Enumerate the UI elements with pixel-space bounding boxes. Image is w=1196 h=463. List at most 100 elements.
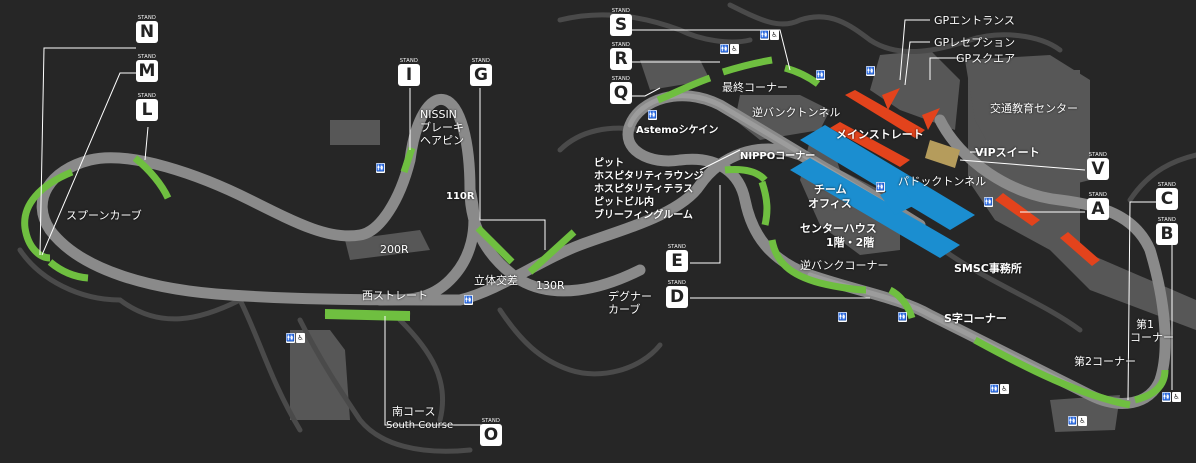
label-gp-reception: GPレセプション	[934, 36, 1016, 49]
stand-i[interactable]: STAND I	[398, 58, 420, 86]
label-130r: 130R	[536, 279, 565, 292]
wheelchair-icon: ♿	[1000, 384, 1009, 394]
label-nissin-3: ヘアピン	[420, 134, 464, 147]
green-stand-fill	[325, 309, 410, 321]
label-gp-square: GPスクエア	[956, 52, 1016, 65]
stand-letter: O	[480, 424, 502, 446]
label-nippo-corner: NIPPOコーナー	[740, 151, 816, 162]
stand-caption: STAND	[667, 244, 687, 250]
label-nissin-2: ブレーキ	[420, 121, 464, 134]
stand-caption: STAND	[1088, 192, 1108, 198]
stand-d[interactable]: STAND D	[666, 280, 688, 308]
facility-restroom: 🚻	[876, 182, 885, 192]
wheelchair-icon: ♿	[1172, 392, 1181, 402]
restroom-icon: 🚻	[866, 66, 875, 76]
label-south-course-en: South Course	[386, 420, 454, 431]
wheelchair-icon: ♿	[770, 30, 779, 40]
stand-caption: STAND	[471, 58, 491, 64]
label-pit-3: ホスピタリティテラス	[594, 184, 694, 195]
label-astemo-chicane: Astemoシケイン	[636, 125, 719, 136]
restroom-icon: 🚻	[816, 70, 825, 80]
stand-l[interactable]: STAND L	[136, 93, 158, 121]
stand-letter: D	[666, 286, 688, 308]
stand-letter: V	[1087, 158, 1109, 180]
stand-caption: STAND	[1088, 152, 1108, 158]
stand-r[interactable]: STAND R	[610, 42, 632, 70]
facility-restroom-wheelchair: 🚻♿	[286, 333, 305, 343]
stand-q[interactable]: STAND Q	[610, 76, 632, 104]
facility-restroom-wheelchair: 🚻♿	[720, 44, 739, 54]
restroom-icon: 🚻	[720, 44, 729, 54]
label-final-corner: 最終コーナー	[722, 81, 788, 94]
stand-g[interactable]: STAND G	[470, 58, 492, 86]
facility-restroom: 🚻	[838, 312, 847, 322]
restroom-icon: 🚻	[286, 333, 295, 343]
label-nissin-1: NISSIN	[420, 108, 457, 121]
stand-n[interactable]: STAND N	[136, 15, 158, 43]
stand-b[interactable]: STAND B	[1156, 217, 1178, 245]
stand-letter: N	[136, 21, 158, 43]
stand-o[interactable]: STAND O	[480, 418, 502, 446]
label-main-straight: メインストレート	[836, 128, 924, 141]
stand-c[interactable]: STAND C	[1156, 182, 1178, 210]
stand-caption: STAND	[611, 8, 631, 14]
label-vip-suite: VIPスイート	[975, 146, 1040, 159]
stand-e[interactable]: STAND E	[666, 244, 688, 272]
stand-letter: I	[398, 64, 420, 86]
stand-caption: STAND	[1157, 182, 1177, 188]
restroom-icon: 🚻	[1162, 392, 1171, 402]
facility-restroom: 🚻	[376, 163, 385, 173]
stand-letter: L	[136, 99, 158, 121]
label-center-house-1: センターハウス	[800, 222, 877, 235]
restroom-icon: 🚻	[984, 197, 993, 207]
stand-v[interactable]: STAND V	[1087, 152, 1109, 180]
stand-letter: S	[610, 14, 632, 36]
restroom-icon: 🚻	[464, 295, 473, 305]
stand-caption: STAND	[137, 54, 157, 60]
facility-restroom: 🚻	[648, 110, 657, 120]
stand-caption: STAND	[137, 93, 157, 99]
label-team-office-1: チーム	[814, 183, 847, 196]
restroom-icon: 🚻	[838, 312, 847, 322]
stand-letter: Q	[610, 82, 632, 104]
label-s-curves: S字コーナー	[944, 312, 1007, 325]
facility-restroom: 🚻	[464, 295, 473, 305]
stand-letter: A	[1087, 198, 1109, 220]
restroom-icon: 🚻	[876, 182, 885, 192]
restroom-icon: 🚻	[990, 384, 999, 394]
facility-restroom: 🚻	[984, 197, 993, 207]
stand-a[interactable]: STAND A	[1087, 192, 1109, 220]
stand-caption: STAND	[611, 42, 631, 48]
restroom-icon: 🚻	[376, 163, 385, 173]
leader-lines	[39, 19, 1173, 426]
label-spoon-curve: スプーンカーブ	[66, 209, 142, 222]
stand-letter: C	[1156, 188, 1178, 210]
stand-letter: G	[470, 64, 492, 86]
label-paddock-tunnel: パドックトンネル	[898, 175, 987, 188]
facility-restroom: 🚻	[898, 312, 907, 322]
restroom-icon: 🚻	[648, 110, 657, 120]
label-pit-1: ピット	[594, 158, 624, 169]
facility-restroom-wheelchair: 🚻♿	[1162, 392, 1181, 402]
facility-restroom-wheelchair: 🚻♿	[990, 384, 1009, 394]
label-pit-2: ホスピタリティラウンジ	[594, 171, 704, 182]
wheelchair-icon: ♿	[730, 44, 739, 54]
label-reverse-bank-corner: 逆バンクコーナー	[800, 259, 889, 272]
label-west-straight: 西ストレート	[362, 289, 428, 302]
label-degner-2: カーブ	[608, 303, 641, 316]
stand-caption: STAND	[1157, 217, 1177, 223]
wheelchair-icon: ♿	[1078, 416, 1087, 426]
stand-caption: STAND	[611, 76, 631, 82]
label-degner-1: デグナー	[608, 290, 652, 303]
restroom-icon: 🚻	[1068, 416, 1077, 426]
label-smsc-office: SMSC事務所	[954, 262, 1022, 275]
label-team-office-2: オフィス	[808, 197, 852, 210]
label-reverse-bank-tunnel: 逆バンクトンネル	[752, 106, 841, 119]
stand-letter: B	[1156, 223, 1178, 245]
stand-caption: STAND	[137, 15, 157, 21]
stand-letter: R	[610, 48, 632, 70]
label-turn2: 第2コーナー	[1074, 355, 1136, 368]
stand-m[interactable]: STAND M	[136, 54, 158, 82]
stand-s[interactable]: STAND S	[610, 8, 632, 36]
